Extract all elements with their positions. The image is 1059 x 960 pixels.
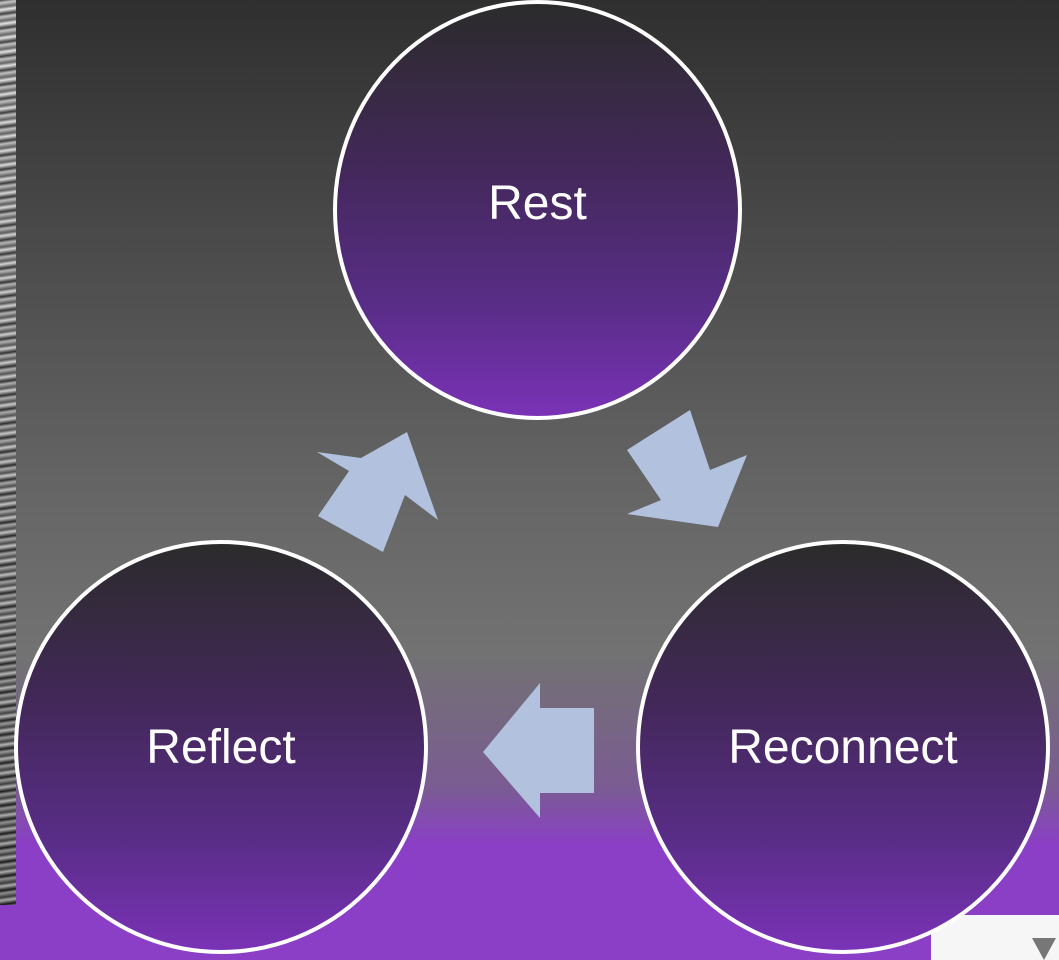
node-label-reflect: Reflect (146, 720, 296, 774)
corner-logo-mark (1032, 938, 1056, 960)
cycle-node-reflect: Reflect (14, 540, 428, 954)
arrow-rest-to-reconnect (627, 410, 747, 527)
arrow-reflect-to-rest (317, 432, 438, 552)
node-label-reconnect: Reconnect (728, 720, 958, 774)
arrow-reconnect-to-reflect (483, 683, 594, 818)
node-label-rest: Rest (488, 176, 587, 230)
cycle-node-rest: Rest (333, 0, 742, 420)
cycle-node-reconnect: Reconnect (636, 540, 1050, 954)
side-photo (0, 0, 16, 905)
